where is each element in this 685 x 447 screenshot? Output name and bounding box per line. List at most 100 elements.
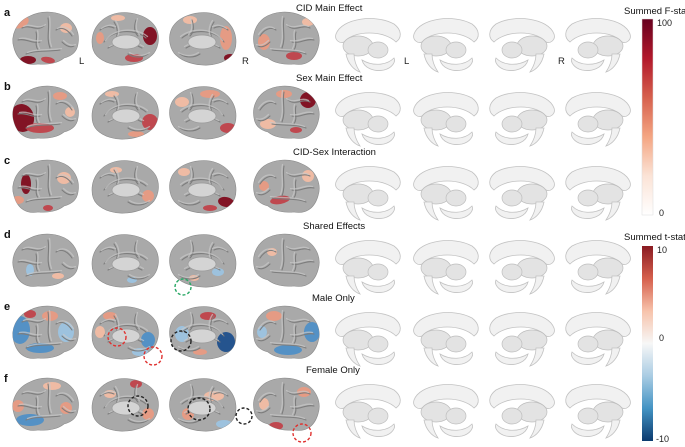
- effect-region: [20, 56, 36, 64]
- hippocampus: [495, 57, 529, 71]
- thalamus: [367, 335, 389, 353]
- effect-region: [183, 16, 197, 24]
- cortical-surface-b-1: [12, 85, 79, 139]
- effect-region: [220, 123, 236, 133]
- hippocampus: [361, 351, 395, 365]
- highlight-circle: [187, 397, 211, 421]
- cortical-surface-a-1: [12, 11, 79, 65]
- effect-region: [200, 90, 220, 98]
- thalamus: [577, 263, 599, 281]
- thalamus: [501, 407, 523, 425]
- caudate-arc: [565, 384, 631, 409]
- caudate-arc: [413, 166, 479, 191]
- highlight-circle: [235, 407, 253, 425]
- thalamus: [367, 189, 389, 207]
- hippocampus: [361, 423, 395, 437]
- caudate-arc: [335, 92, 401, 117]
- hippocampus: [361, 57, 395, 71]
- amygdala: [345, 53, 361, 73]
- hippocampus: [439, 205, 473, 219]
- amygdala: [529, 53, 545, 73]
- subcortical-view-f-2: [413, 384, 479, 439]
- hippocampus: [361, 131, 395, 145]
- hippocampus: [571, 57, 605, 71]
- effect-region: [217, 332, 235, 352]
- effect-region: [65, 107, 75, 117]
- amygdala: [345, 275, 361, 295]
- effect-region: [111, 15, 125, 21]
- cortical-surface-d-3: [169, 234, 237, 288]
- cortical-surface-e-3: [169, 306, 237, 360]
- thalamus: [445, 263, 467, 281]
- amygdala: [605, 275, 621, 295]
- cortical-surface-d-4: [253, 233, 320, 287]
- subcortical-view-b-4: [565, 92, 631, 147]
- subcortical-view-c-1: [335, 166, 401, 221]
- panel-label-a: a: [4, 7, 11, 19]
- hippocampus: [439, 279, 473, 293]
- effect-region: [200, 312, 216, 320]
- amygdala: [423, 127, 439, 147]
- thalamus: [367, 263, 389, 281]
- effect-region: [12, 196, 24, 204]
- caudate-arc: [413, 312, 479, 337]
- effect-region: [52, 273, 64, 279]
- hippocampus: [495, 351, 529, 365]
- panel-label-c: c: [4, 155, 10, 167]
- effect-region: [257, 326, 267, 338]
- cortical-surface-e-4: [253, 305, 320, 359]
- subcortical-view-f-1: [335, 384, 401, 439]
- effect-region: [266, 311, 282, 321]
- cortical-surface-d-2: [91, 234, 159, 288]
- effect-region: [41, 56, 55, 64]
- effect-region: [290, 127, 302, 133]
- effect-region: [103, 312, 117, 320]
- amygdala: [423, 201, 439, 221]
- thalamus: [445, 41, 467, 59]
- thalamus: [445, 189, 467, 207]
- t-stat-colorbar: Summed t-stat 10 0 -10: [624, 232, 685, 444]
- effect-region: [302, 170, 314, 182]
- thalamus: [577, 335, 599, 353]
- effect-region: [53, 92, 67, 100]
- effect-region: [142, 408, 154, 420]
- thalamus: [501, 189, 523, 207]
- cortical-surface-d-1: [12, 233, 79, 287]
- subcortical-view-d-3: [489, 240, 555, 295]
- effect-region: [21, 174, 31, 194]
- highlight-circle: [170, 330, 192, 352]
- cortical-surface-a-4: [253, 11, 320, 65]
- row-title-e: Male Only: [312, 293, 355, 304]
- thalamus: [367, 407, 389, 425]
- effect-region: [258, 34, 270, 50]
- subcortical-view-a-2: [413, 18, 479, 73]
- thalamus: [577, 41, 599, 59]
- subcortical-view-d-1: [335, 240, 401, 295]
- effect-region: [260, 119, 276, 129]
- amygdala: [605, 53, 621, 73]
- thalamus: [445, 115, 467, 133]
- effect-region: [95, 326, 105, 338]
- effect-region: [216, 420, 232, 428]
- effect-region: [12, 104, 35, 132]
- hippocampus: [495, 131, 529, 145]
- effect-region: [218, 196, 234, 208]
- hippocampus: [439, 57, 473, 71]
- amygdala: [529, 127, 545, 147]
- amygdala: [605, 347, 621, 367]
- highlight-circle: [174, 278, 192, 296]
- caudate-arc: [489, 240, 555, 265]
- highlight-circle: [292, 423, 312, 443]
- amygdala: [529, 275, 545, 295]
- subcortical-view-e-2: [413, 312, 479, 367]
- f-stat-colorbar-title: Summed F-stat: [624, 6, 685, 17]
- thalamus: [577, 115, 599, 133]
- thalamus: [445, 335, 467, 353]
- subcortical-view-a-3: [489, 18, 555, 73]
- hippocampus: [571, 205, 605, 219]
- subcortical-view-c-4: [565, 166, 631, 221]
